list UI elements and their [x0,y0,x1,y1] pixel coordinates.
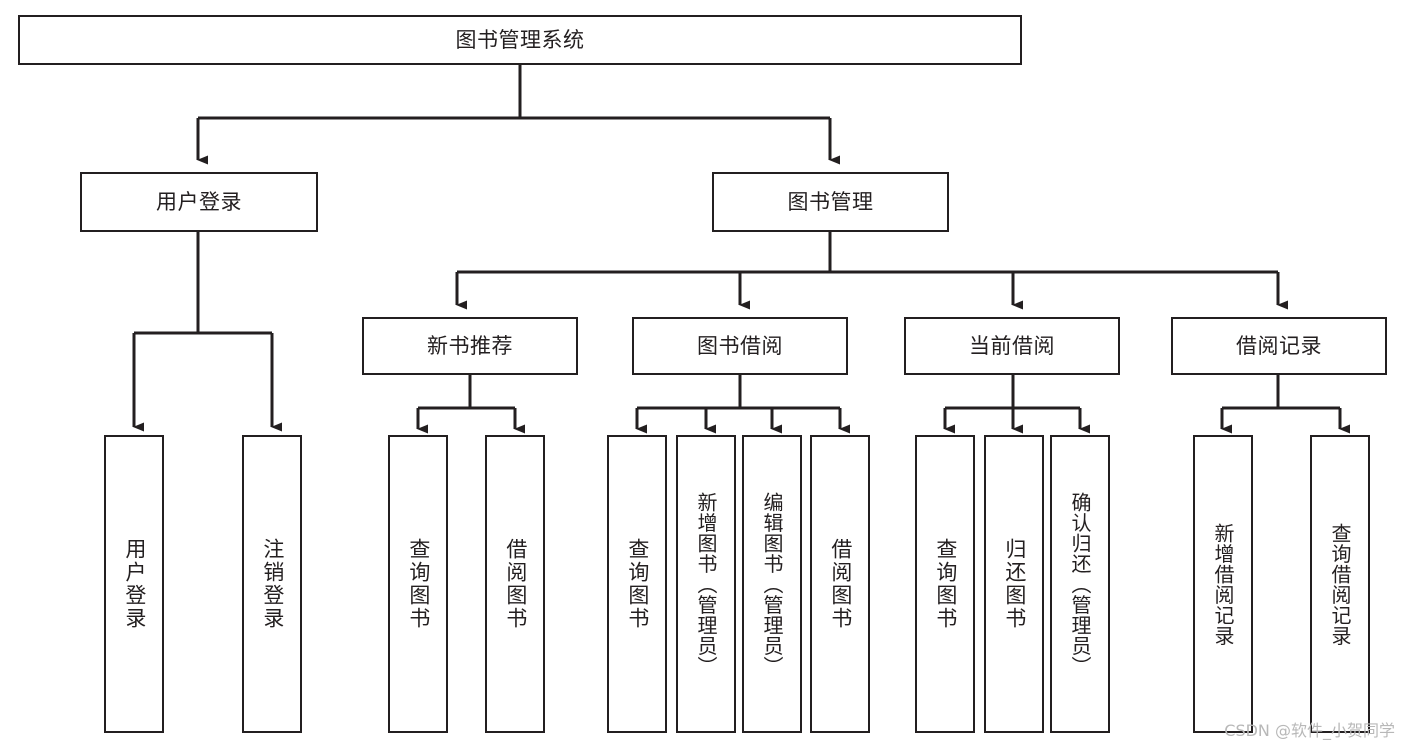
node-leaf-query-record-label: 查询借阅记录 [1328,522,1352,646]
node-leaf-query-book-3[interactable]: 查询图书 [915,435,975,733]
node-leaf-borrow-book-1[interactable]: 借阅图书 [485,435,545,733]
node-leaf-confirm-return-label: 确认归还（管理员） [1068,491,1092,677]
node-leaf-edit-book-label: 编辑图书（管理员） [760,491,784,677]
node-leaf-user-login[interactable]: 用户登录 [104,435,164,733]
node-borrow-record-label: 借阅记录 [1236,333,1322,358]
node-leaf-query-book-2[interactable]: 查询图书 [607,435,667,733]
node-book-management-label: 图书管理 [787,189,874,214]
node-leaf-query-book-1[interactable]: 查询图书 [388,435,448,733]
node-leaf-user-login-label: 用户登录 [122,538,147,630]
node-leaf-borrow-book-2-label: 借阅图书 [828,538,853,630]
node-leaf-return-book[interactable]: 归还图书 [984,435,1044,733]
node-leaf-return-book-label: 归还图书 [1002,538,1027,630]
node-new-book-recommend-label: 新书推荐 [427,333,513,358]
node-leaf-query-book-1-label: 查询图书 [406,538,431,630]
node-leaf-add-book-label: 新增图书（管理员） [694,491,718,677]
node-leaf-query-book-2-label: 查询图书 [625,538,650,630]
csdn-watermark: CSDN @软件_小贺同学 [1224,721,1395,740]
node-leaf-query-record[interactable]: 查询借阅记录 [1310,435,1370,733]
node-user-login-label: 用户登录 [156,189,242,214]
node-book-management[interactable]: 图书管理 [712,172,949,232]
node-root-label: 图书管理系统 [455,27,585,52]
node-leaf-add-record-label: 新增借阅记录 [1211,522,1235,646]
node-book-borrow[interactable]: 图书借阅 [632,317,848,375]
node-leaf-logout-login[interactable]: 注销登录 [242,435,302,733]
node-leaf-add-record[interactable]: 新增借阅记录 [1193,435,1253,733]
node-current-borrow[interactable]: 当前借阅 [904,317,1120,375]
node-user-login[interactable]: 用户登录 [80,172,318,232]
node-leaf-edit-book[interactable]: 编辑图书（管理员） [742,435,802,733]
node-borrow-record[interactable]: 借阅记录 [1171,317,1387,375]
node-current-borrow-label: 当前借阅 [969,333,1055,358]
node-leaf-query-book-3-label: 查询图书 [933,538,958,630]
node-leaf-logout-login-label: 注销登录 [260,538,285,630]
node-book-borrow-label: 图书借阅 [697,333,783,358]
node-leaf-add-book[interactable]: 新增图书（管理员） [676,435,736,733]
node-root[interactable]: 图书管理系统 [18,15,1022,65]
node-leaf-confirm-return[interactable]: 确认归还（管理员） [1050,435,1110,733]
node-leaf-borrow-book-1-label: 借阅图书 [503,538,528,630]
node-leaf-borrow-book-2[interactable]: 借阅图书 [810,435,870,733]
node-new-book-recommend[interactable]: 新书推荐 [362,317,578,375]
